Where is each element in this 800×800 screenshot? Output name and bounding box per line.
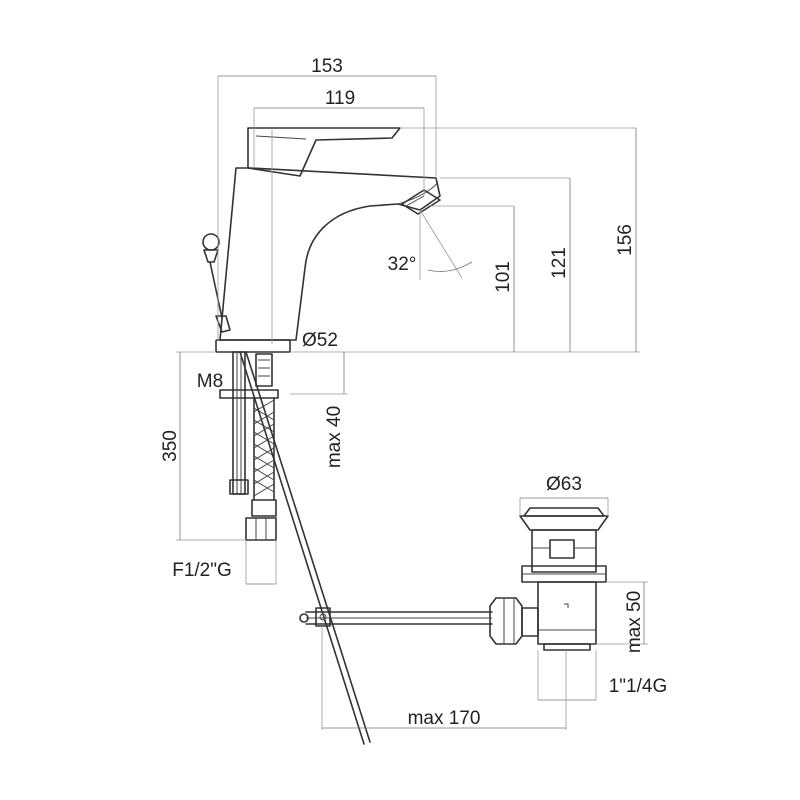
dim-hose-length: 350	[160, 430, 181, 462]
dim-waste-thread: 1"1/4G	[609, 676, 668, 697]
dim-height-lever: 121	[549, 247, 570, 279]
popup-knob	[202, 233, 231, 333]
dim-height-overall: 156	[615, 224, 636, 256]
waste-assembly	[299, 507, 609, 651]
dim-thread-rod: M8	[197, 371, 223, 392]
dim-angle-lever: 32°	[388, 254, 417, 275]
dim-max-waste-height: max 50	[624, 591, 645, 653]
dim-hose-thread: F1/2"G	[172, 560, 232, 581]
dimension-lines	[176, 75, 648, 730]
dim-width-spout: 119	[325, 88, 355, 109]
dim-width-overall: 153	[311, 56, 343, 77]
dim-max-rod-length: max 170	[408, 708, 481, 729]
faucet-body	[215, 127, 441, 353]
dim-max-depth: max 40	[324, 406, 345, 468]
dim-diameter-base: Ø52	[302, 330, 338, 351]
fixing-and-hoses	[219, 351, 371, 745]
dim-height-outlet: 101	[493, 261, 514, 293]
dim-diameter-waste: Ø63	[546, 474, 582, 495]
